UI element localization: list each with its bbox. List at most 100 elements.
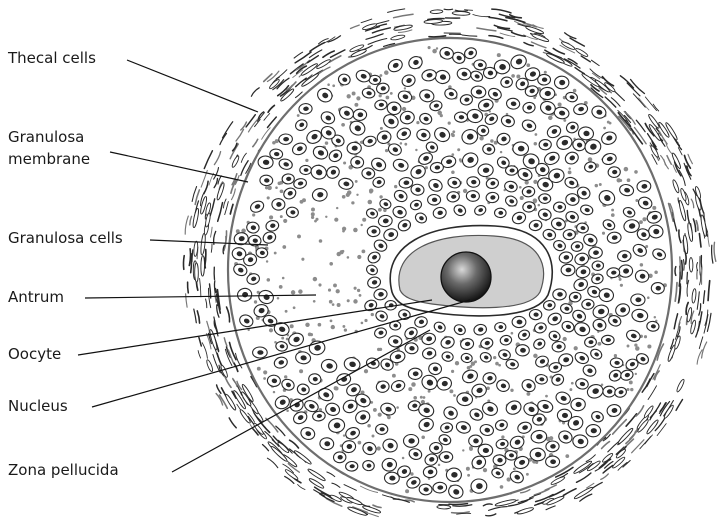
theca-cell	[492, 9, 511, 13]
granule-dot	[495, 362, 499, 366]
theca-cell	[512, 32, 526, 36]
granule-dot	[379, 195, 382, 198]
theca-spindle-cell	[678, 200, 687, 221]
granule-dot	[451, 370, 454, 373]
granulosa-cell	[471, 479, 487, 494]
theca-cell	[227, 307, 230, 322]
granule-dot	[342, 325, 345, 328]
granule-dot	[342, 227, 346, 231]
theca-cell	[682, 261, 683, 279]
theca-cell	[298, 485, 305, 490]
granule-dot	[635, 373, 637, 375]
granule-dot	[318, 323, 322, 327]
granulosa-cell	[545, 456, 559, 468]
theca-spindle-cell	[687, 223, 693, 242]
theca-cell	[268, 105, 274, 112]
theca-cell	[602, 442, 610, 449]
granule-dot	[408, 387, 412, 391]
granule-dot	[469, 365, 472, 368]
granule-dot	[281, 337, 284, 340]
granulosa-cell	[603, 386, 616, 397]
theca-cell	[223, 122, 233, 138]
granule-dot	[520, 196, 524, 200]
theca-cell	[465, 10, 473, 11]
granule-dot	[325, 216, 327, 218]
theca-cell	[263, 445, 269, 451]
granule-dot	[265, 186, 268, 189]
theca-spindle-cell	[689, 258, 693, 272]
granule-dot	[404, 87, 406, 89]
theca-cell	[373, 505, 381, 507]
granule-dot	[538, 204, 541, 207]
granule-dot	[568, 171, 572, 175]
granule-dot	[385, 149, 388, 152]
granule-dot	[490, 139, 493, 142]
theca-cell	[524, 43, 533, 46]
granule-dot	[511, 74, 515, 78]
theca-cell	[697, 263, 698, 271]
theca-spindle-cell	[561, 41, 576, 51]
granule-dot	[603, 127, 606, 130]
theca-cell	[581, 56, 590, 62]
granule-dot	[278, 181, 282, 185]
theca-cell	[202, 343, 207, 359]
theca-spindle-cell	[239, 409, 251, 424]
label-nucleus: Nucleus	[8, 396, 68, 417]
granule-dot	[353, 228, 358, 233]
granule-dot	[282, 277, 285, 280]
theca-spindle-cell	[700, 215, 707, 237]
granule-dot	[647, 344, 651, 348]
granule-dot	[386, 96, 390, 100]
granule-dot	[364, 319, 367, 322]
theca-cell	[382, 495, 392, 498]
granule-dot	[642, 217, 646, 221]
granule-dot	[280, 215, 283, 218]
granule-dot	[402, 107, 406, 111]
granule-dot	[308, 333, 312, 337]
theca-cell	[236, 129, 244, 141]
theca-cell	[489, 507, 508, 511]
theca-cell	[645, 97, 656, 111]
granulosa-cell	[300, 165, 312, 174]
theca-cell	[246, 115, 255, 127]
granule-dot	[437, 111, 442, 116]
theca-cell	[218, 176, 221, 184]
theca-spindle-cell	[390, 34, 405, 41]
theca-cell	[213, 355, 220, 373]
granulosa-cell	[582, 299, 595, 310]
granule-dot	[263, 377, 266, 380]
granule-dot	[351, 201, 354, 204]
theca-cell	[241, 153, 246, 162]
granule-dot	[627, 178, 631, 182]
granule-dot	[342, 250, 345, 253]
granule-dot	[602, 232, 605, 235]
granule-dot	[329, 300, 333, 304]
theca-cell	[211, 244, 212, 252]
granulosa-cell	[350, 156, 364, 168]
granule-dot	[361, 322, 364, 325]
theca-spindle-cell	[617, 427, 634, 445]
granulosa-cell	[539, 139, 551, 150]
granule-dot	[356, 96, 360, 100]
granule-dot	[332, 84, 335, 87]
theca-cell	[623, 461, 630, 468]
granule-dot	[362, 218, 366, 222]
leader-thecal-cells	[127, 60, 258, 112]
granule-dot	[331, 325, 335, 329]
granulosa-cell	[278, 134, 292, 145]
theca-cell	[218, 203, 223, 222]
granule-dot	[533, 354, 537, 358]
theca-cell	[394, 14, 413, 18]
theca-cell	[648, 386, 656, 400]
granule-dot	[334, 386, 338, 390]
theca-cell	[703, 291, 704, 304]
granule-dot	[624, 167, 629, 172]
granule-dot	[611, 213, 615, 217]
granule-dot	[626, 388, 629, 391]
granule-dot	[347, 94, 351, 98]
granule-dot	[415, 149, 417, 151]
granulosa-cell	[529, 309, 542, 320]
granule-dot	[327, 83, 330, 86]
granulosa-cell	[553, 202, 565, 212]
